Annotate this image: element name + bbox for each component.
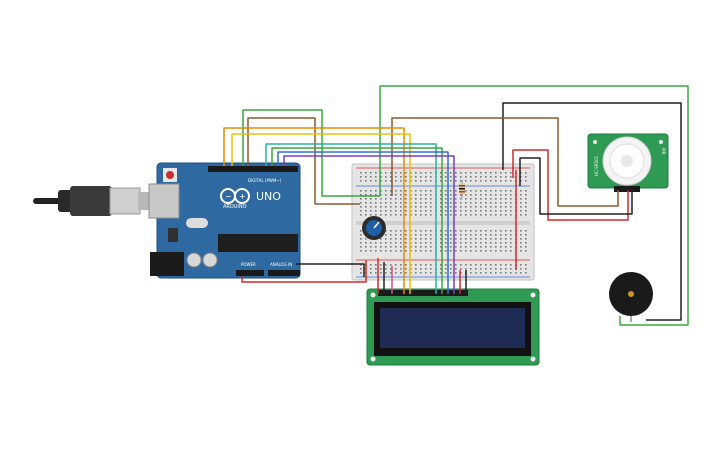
wire-green-buzzer bbox=[379, 85, 689, 326]
lcd-display bbox=[366, 288, 540, 366]
wire-black-buzzer bbox=[502, 102, 682, 321]
svg-text:+: + bbox=[239, 192, 246, 201]
wire-brown-pir bbox=[391, 117, 619, 207]
wires bbox=[223, 85, 689, 326]
breadboard bbox=[351, 163, 535, 281]
wire-red-pir bbox=[512, 149, 629, 221]
power-label: POWER bbox=[241, 262, 256, 267]
pir-left-label: HC-SR501 bbox=[594, 155, 599, 176]
analog-label: ANALOG IN bbox=[270, 262, 292, 267]
wire-green-d6 bbox=[271, 147, 443, 294]
usb-cable bbox=[33, 186, 158, 216]
arduino-model-text: UNO bbox=[256, 190, 281, 203]
digital-header-label: DIGITAL (PWM~) bbox=[248, 178, 282, 183]
power-barrel-jack bbox=[150, 252, 184, 276]
wire-purple-d8 bbox=[283, 155, 455, 294]
arduino-logo: − + bbox=[220, 188, 250, 204]
svg-text:−: − bbox=[225, 192, 232, 201]
wire-teal-d5 bbox=[265, 143, 437, 294]
arduino-brand-text: ARDUINO bbox=[223, 204, 247, 210]
piezo-buzzer bbox=[609, 272, 653, 322]
wire-yellow-d4 bbox=[231, 133, 411, 294]
arduino-uno-board: − + ARDUINO UNO DIGITAL (PWM~) POWER ANA… bbox=[148, 162, 301, 279]
pir-right-label: PIR bbox=[661, 148, 666, 155]
resistor bbox=[459, 180, 465, 198]
wire-black-pir bbox=[519, 157, 633, 215]
wire-orange-d3 bbox=[223, 127, 405, 294]
potentiometer bbox=[362, 216, 386, 240]
digital-pin-header bbox=[208, 166, 298, 172]
usb-jack bbox=[148, 183, 180, 219]
pir-sensor: HC-SR501 PIR bbox=[587, 133, 669, 192]
wire-red-5v bbox=[241, 260, 367, 283]
wire-black-gnd bbox=[296, 263, 365, 277]
lcd-screen bbox=[380, 308, 525, 348]
wire-blue-d7 bbox=[277, 151, 449, 294]
microcontroller-chip bbox=[218, 234, 298, 252]
analog-pin-header bbox=[268, 270, 300, 276]
power-pin-header bbox=[236, 270, 264, 276]
